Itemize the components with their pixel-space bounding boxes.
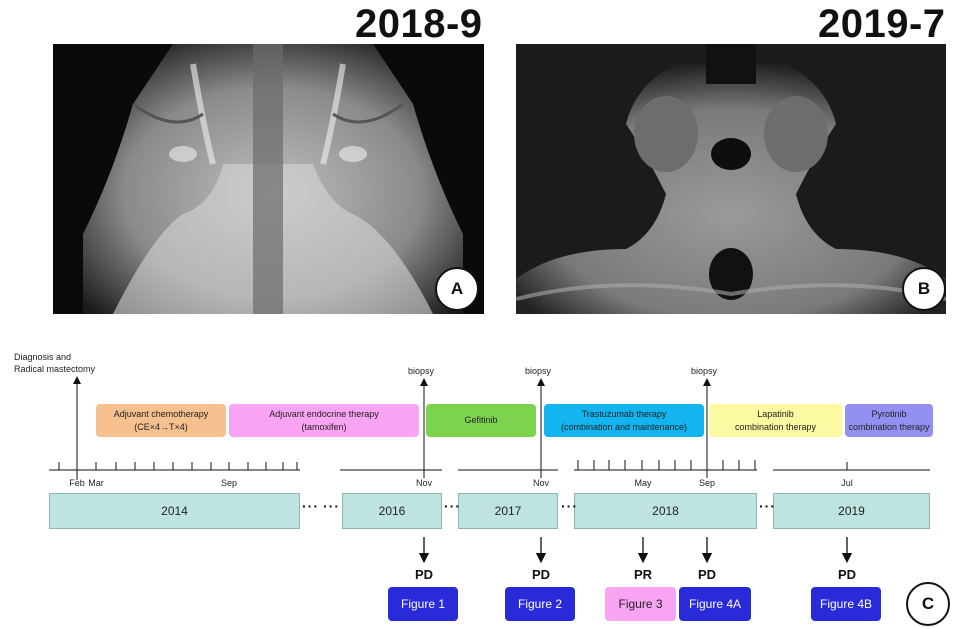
figure-4a-box: Figure 4A	[679, 587, 751, 621]
diagnosis-label-line2: Radical mastectomy	[14, 364, 96, 374]
axis-2016	[340, 462, 442, 471]
axis-2019	[773, 462, 930, 471]
biopsy-label-2018: biopsy	[691, 366, 718, 376]
panel-a-badge: A	[435, 267, 479, 311]
figure-2-box: Figure 2	[505, 587, 575, 621]
panel-b-date: 2019-7	[818, 2, 946, 46]
response-fig2: PD	[531, 567, 551, 582]
month-label-jul-2019: Jul	[841, 478, 853, 488]
year-box-2014: 2014	[49, 493, 300, 529]
panel-b-badge: B	[902, 267, 946, 311]
therapy-sublabel: combination therapy	[734, 421, 817, 432]
biopsy-label-2016: biopsy	[408, 366, 435, 376]
ellipsis-2016-2017: ···	[444, 498, 461, 514]
month-label-may-2018: May	[634, 478, 652, 488]
year-box-2017: 2017	[458, 493, 558, 529]
year-box-2019: 2019	[773, 493, 930, 529]
therapy-sublabel: (CE×4→T×4)	[134, 421, 188, 432]
figure-3-box: Figure 3	[605, 587, 676, 621]
axis-2014	[49, 462, 300, 471]
year-box-2018: 2018	[574, 493, 757, 529]
month-label-nov-2016: Nov	[415, 478, 432, 488]
axis-2018	[574, 460, 757, 471]
therapy-sublabel: combination therapy	[848, 421, 930, 432]
panel-a-date: 2018-9	[355, 2, 483, 46]
month-label-nov-2017: Nov	[532, 478, 549, 488]
month-label-mar: Mar	[88, 478, 104, 488]
therapy-label: Adjuvant endocrine therapy	[269, 408, 379, 419]
ellipsis-2014-2016-b: ···	[323, 498, 340, 514]
therapy-label: Pyrotinib	[871, 408, 907, 419]
ellipsis-2018-2019: ···	[759, 498, 776, 514]
axis-2017	[458, 462, 558, 471]
ellipsis-2017-2018: ···	[561, 498, 578, 514]
therapy-adjuvant-endocrine: Adjuvant endocrine therapy (tamoxifen)	[229, 404, 419, 437]
therapy-label: Gefitinib	[464, 415, 498, 425]
therapy-trastuzumab: Trastuzumab therapy (combination and mai…	[544, 404, 704, 437]
therapy-label: Trastuzumab therapy	[581, 408, 667, 419]
panel-c-badge: C	[906, 582, 950, 626]
mri-image-b	[516, 44, 946, 314]
response-fig3: PR	[633, 567, 653, 582]
month-label-feb: Feb	[69, 478, 85, 488]
figure-4b-box: Figure 4B	[811, 587, 881, 621]
month-label-sep-2018: Sep	[698, 478, 715, 488]
therapy-adjuvant-chemotherapy: Adjuvant chemotherapy (CE×4→T×4)	[96, 404, 226, 437]
figure-1-box: Figure 1	[388, 587, 458, 621]
response-fig4b: PD	[837, 567, 857, 582]
response-fig1: PD	[414, 567, 434, 582]
therapy-sublabel: (combination and maintenance)	[560, 421, 688, 432]
therapy-gefitinib: Gefitinib	[426, 404, 536, 437]
year-box-2016: 2016	[342, 493, 442, 529]
therapy-sublabel: (tamoxifen)	[301, 421, 347, 432]
therapy-lapatinib: Lapatinib combination therapy	[709, 404, 842, 437]
diagnosis-label: Diagnosis and Radical mastectomy	[14, 351, 95, 375]
response-fig4a: PD	[697, 567, 717, 582]
therapy-label: Adjuvant chemotherapy	[113, 408, 209, 419]
therapy-label: Lapatinib	[757, 408, 794, 419]
diagnosis-label-line1: Diagnosis and	[14, 352, 72, 362]
therapy-pyrotinib: Pyrotinib combination therapy	[845, 404, 933, 437]
biopsy-label-2017: biopsy	[525, 366, 552, 376]
mri-image-a	[53, 44, 484, 314]
month-label-sep-2014: Sep	[220, 478, 237, 488]
ellipsis-2014-2016-a: ···	[302, 498, 319, 514]
